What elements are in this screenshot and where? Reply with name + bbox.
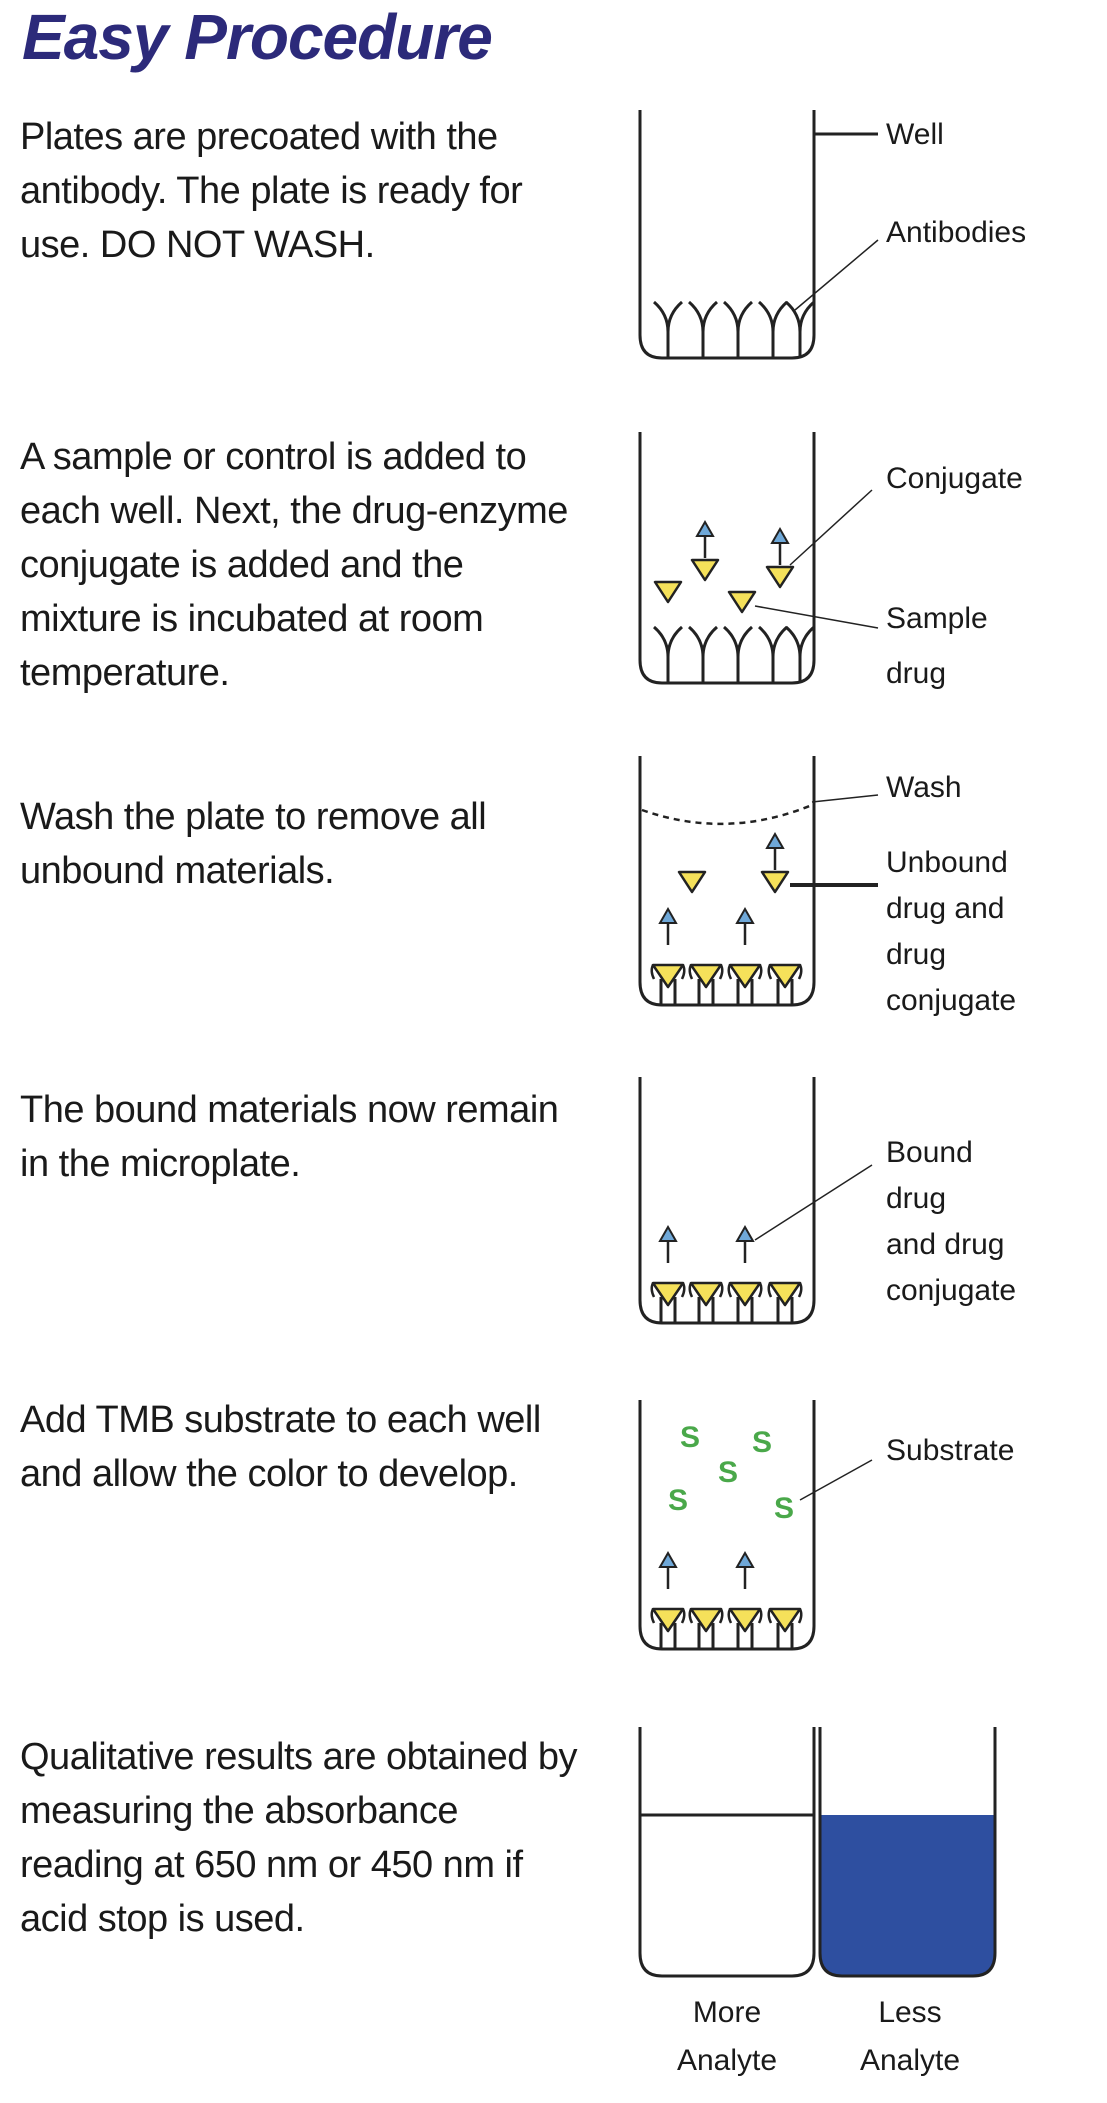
less-analyte-fill [820,1815,995,1976]
more-analyte-well [638,1727,816,1978]
label-less: Less [878,1996,941,2029]
step-1-text: Plates are precoated with the antibody. … [20,116,523,266]
label-drug-2: drug [886,938,946,971]
substrate-s-5: S [774,1492,794,1525]
label-analyte-2: Analyte [860,2044,960,2077]
label-and-drug: and drug [886,1228,1004,1261]
well-1-diagram: Well Antibodies [638,110,1026,360]
label-substrate: Substrate [886,1434,1014,1467]
wash-line [641,803,813,826]
label-drug-3: drug [886,1182,946,1215]
step-6-text: Qualitative results are obtained by meas… [20,1736,578,1940]
substrate-s-3: S [718,1456,738,1489]
antibodies-leader-line [794,239,879,311]
wash-leader-line [811,794,879,803]
label-unbound: Unbound [886,846,1008,879]
substrate-leader-line [799,1459,873,1501]
substrate-s-1: S [680,1421,700,1454]
label-conjugate: Conjugate [886,462,1023,495]
page-title: Easy Procedure [22,1,493,73]
step-4-text: The bound materials now remain in the mi… [20,1089,559,1185]
well-4-diagram: Bound drug and drug conjugate [638,1077,1016,1325]
step-5-text: Add TMB substrate to each well and allow… [20,1399,541,1495]
label-conjugate-2: conjugate [886,984,1016,1017]
less-analyte-well [818,1727,997,1978]
label-conjugate-3: conjugate [886,1274,1016,1307]
substrate-s-2: S [752,1426,772,1459]
well-3-diagram: Wash Unbound drug and drug conjugate [638,756,1016,1017]
step-3-text: Wash the plate to remove all unbound mat… [20,796,487,892]
label-drug: drug [886,657,946,690]
label-well: Well [886,118,944,151]
step-2-text: A sample or control is added to each wel… [20,436,568,694]
label-sample: Sample [886,602,988,635]
label-wash: Wash [886,771,962,804]
label-bound: Bound [886,1136,973,1169]
well-2-diagram: Conjugate Sample drug [638,432,1023,690]
conjugate-leader-line [789,489,873,566]
well-6-diagram: More Analyte Less Analyte [638,1727,997,2077]
substrate-s-4: S [668,1484,688,1517]
bound-leader-line [754,1164,873,1241]
label-drug-and: drug and [886,892,1004,925]
sample-leader-line [754,605,879,629]
well-5-diagram: S S S S S Substrate [638,1400,1014,1651]
label-more: More [693,1996,761,2029]
label-antibodies: Antibodies [886,216,1026,249]
label-analyte-1: Analyte [677,2044,777,2077]
